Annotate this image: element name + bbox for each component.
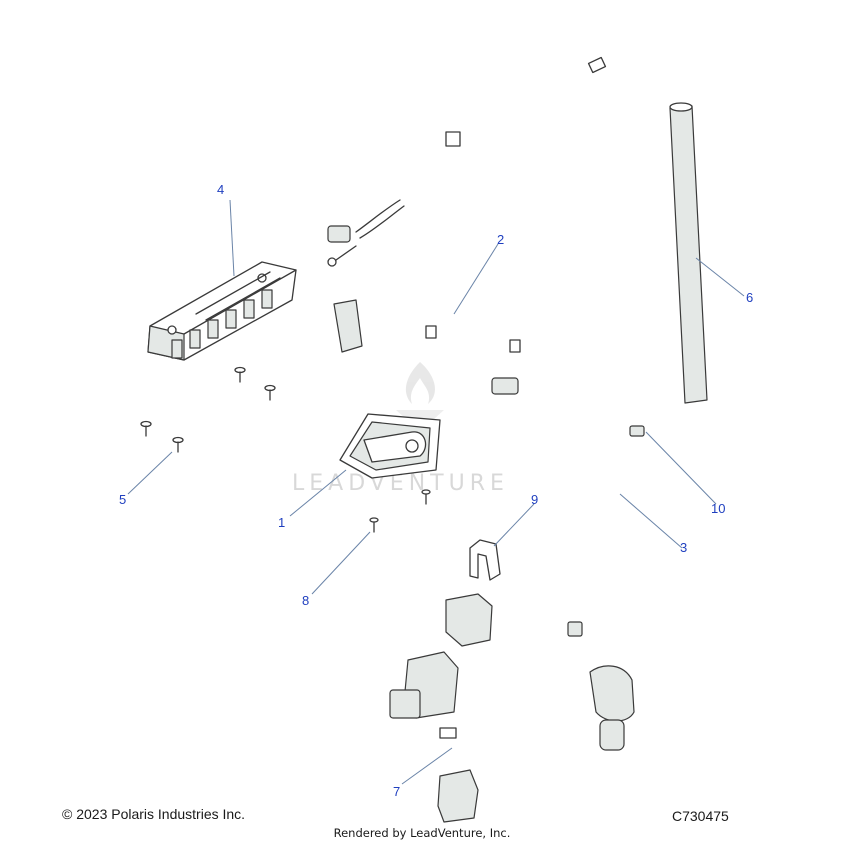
callout-8: 8 <box>302 593 309 608</box>
callout-2: 2 <box>497 232 504 247</box>
part-1-module <box>339 413 441 479</box>
part-4-fuse-block <box>147 261 297 361</box>
screw-icon <box>421 489 431 505</box>
callout-7: 7 <box>393 784 400 799</box>
part-9-clip <box>469 539 501 581</box>
part-3-main-harness <box>327 47 646 765</box>
rendered-by-notice: Rendered by LeadVenture, Inc. <box>333 826 511 840</box>
callout-6: 6 <box>746 290 753 305</box>
part-7-connector-harness <box>389 593 493 823</box>
part-6-strip <box>669 102 708 404</box>
callout-9: 9 <box>531 492 538 507</box>
screw-icon <box>140 420 152 437</box>
callout-4: 4 <box>217 182 224 197</box>
callouts: 4 2 6 5 1 9 10 3 8 7 <box>119 182 753 799</box>
part-5-screws <box>140 366 276 453</box>
screw-icon <box>234 366 246 383</box>
copyright-notice: © 2023 Polaris Industries Inc. <box>62 806 246 822</box>
screw-icon <box>264 384 276 401</box>
part-2-sub-harness <box>333 299 542 395</box>
fuse-slots <box>171 289 273 359</box>
callout-1: 1 <box>278 515 285 530</box>
figure-id: C730475 <box>672 808 729 824</box>
watermark: LEADVENTURE <box>292 362 504 496</box>
callout-5: 5 <box>119 492 126 507</box>
callout-10: 10 <box>711 501 725 516</box>
callout-lines <box>127 199 745 785</box>
part-8-screws <box>369 489 431 533</box>
callout-3: 3 <box>680 540 687 555</box>
screw-icon <box>172 436 184 453</box>
screw-icon <box>369 517 379 533</box>
